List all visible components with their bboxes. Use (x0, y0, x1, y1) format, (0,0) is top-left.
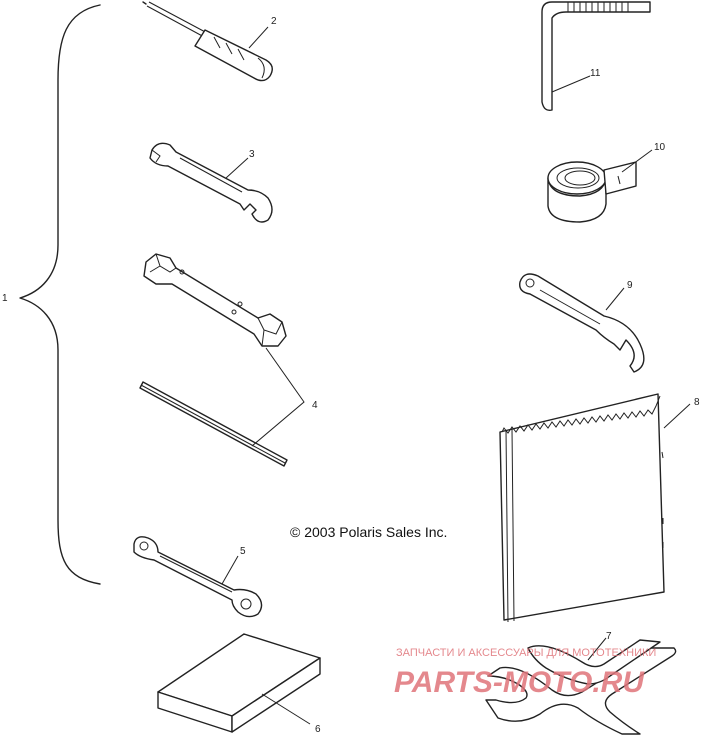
callout-11: 11 (590, 68, 601, 79)
callout-8: 8 (694, 397, 700, 408)
copyright-notice: © 2003 Polaris Sales Inc. (290, 524, 447, 540)
group-brace (19, 4, 101, 585)
callout-10: 10 (654, 142, 666, 153)
screwdriver-drawing (142, 1, 273, 82)
leader-line-10 (621, 149, 653, 173)
leader-line-3 (225, 157, 249, 179)
leader-line-11 (551, 75, 591, 93)
leader-line-6 (261, 693, 311, 725)
callout-6: 6 (315, 724, 321, 735)
watermark: ЗАПЧАСТИ И АКСЕССУАРЫ ДЛЯ МОТОТЕХНИКИ PA… (394, 647, 656, 699)
leader-line-7 (587, 637, 607, 661)
watermark-brand: PARTS-MOTO.RU (394, 666, 645, 699)
leader-line-9 (605, 287, 625, 311)
leader-line-2 (248, 26, 269, 49)
box-wrench-drawing (143, 253, 287, 347)
spanner-wrench-drawing (519, 273, 645, 373)
tommy-bar-drawing (139, 381, 288, 467)
callout-3: 3 (249, 149, 255, 160)
callout-2: 2 (271, 16, 277, 27)
spring-drawing (547, 161, 637, 223)
manual-drawing (499, 393, 665, 623)
leader-line-4 (251, 347, 305, 447)
callout-7: 7 (606, 631, 612, 642)
leader-line-8 (663, 403, 691, 429)
callout-5: 5 (240, 546, 246, 557)
callout-1: 1 (2, 293, 8, 304)
belt-tool-drawing (485, 639, 677, 735)
tool-pouch-drawing (157, 633, 321, 733)
hex-key-drawing (541, 1, 651, 112)
callout-9: 9 (627, 280, 633, 291)
leader-line-5 (221, 555, 239, 585)
combination-wrench-drawing (149, 142, 273, 223)
small-wrench-drawing (133, 536, 263, 618)
watermark-tagline: ЗАПЧАСТИ И АКСЕССУАРЫ ДЛЯ МОТОТЕХНИКИ (396, 647, 656, 659)
callout-4: 4 (312, 400, 318, 411)
